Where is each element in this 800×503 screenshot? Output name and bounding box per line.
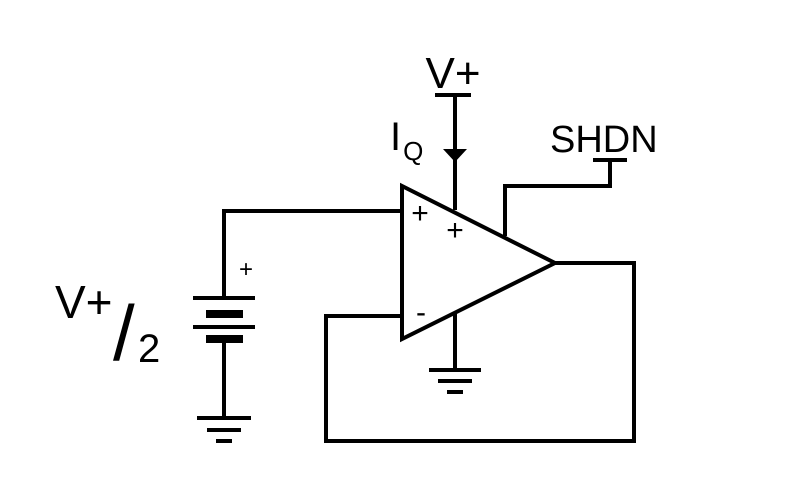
battery: + <box>193 256 255 418</box>
supply-terminal: V+ <box>425 49 481 210</box>
quiescent-current-label: IQ <box>390 115 423 166</box>
opamp-ground <box>429 314 481 394</box>
shutdown-pin: SHDN <box>503 119 658 236</box>
half-supply-numerator: V+ <box>55 276 113 328</box>
feedback-loop-wire <box>324 261 636 443</box>
opamp-supply-pin-sign: + <box>446 214 464 247</box>
quiescent-current-subscript: Q <box>403 136 423 166</box>
half-supply-denominator: 2 <box>138 327 160 371</box>
half-supply-label: V+ / 2 <box>55 276 160 377</box>
supply-label: V+ <box>425 49 480 98</box>
battery-polarity-sign: + <box>239 256 253 283</box>
opamp-noninverting-sign: + <box>411 197 429 230</box>
shutdown-label: SHDN <box>550 119 658 161</box>
half-supply-slash: / <box>113 289 135 377</box>
opamp-inverting-sign: - <box>416 296 426 329</box>
opamp-triangle <box>400 182 560 343</box>
noninverting-input-wire <box>222 209 402 298</box>
battery-ground <box>197 416 251 443</box>
shutdown-wire <box>503 160 612 236</box>
current-arrow-icon <box>443 149 467 162</box>
opamp: + + - <box>400 182 560 343</box>
quiescent-current-indicator: IQ <box>390 115 467 166</box>
